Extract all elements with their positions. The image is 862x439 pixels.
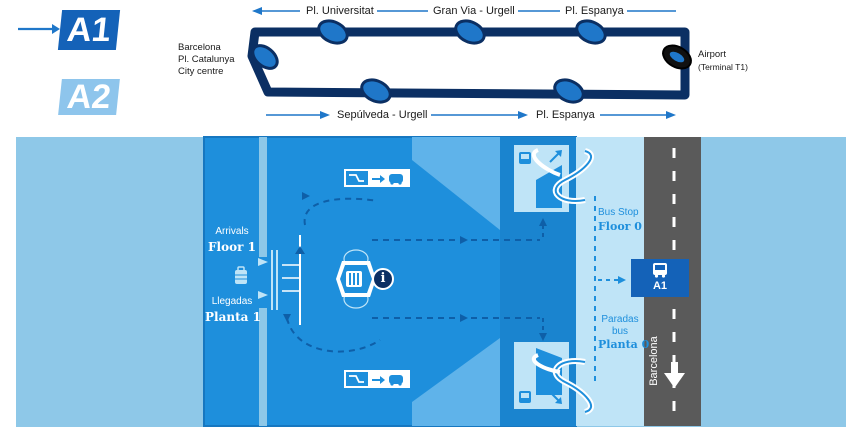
terminus-city-line2: Pl. Catalunya — [178, 54, 235, 65]
stop-marker-airport — [662, 44, 692, 70]
info-icon[interactable]: i — [372, 268, 394, 290]
bus-icon — [653, 263, 667, 278]
terminus-airport-line2: (Terminal T1) — [698, 62, 748, 72]
stop-label-pl-espanya-bottom: Pl. Espanya — [533, 109, 598, 121]
bus-floor-label-es: Planta 0 — [598, 338, 650, 351]
floor-label-es: Planta 1 — [205, 310, 261, 324]
bus-stop-a1-badge[interactable]: A1 — [631, 259, 689, 297]
arrivals-label-en: Arrivals — [215, 226, 249, 237]
terminus-city-centre: Barcelona Pl. Catalunya City centre — [178, 42, 235, 78]
restaurant-icon — [345, 270, 363, 288]
stop-marker-sepulveda — [360, 78, 392, 104]
stop-marker-gran-via — [454, 19, 486, 45]
bus-floor-label-en: Floor 0 — [598, 220, 642, 233]
terminus-airport-line1: Airport — [698, 49, 726, 60]
bus-stop-label-en: Bus Stop — [598, 207, 639, 218]
stop-marker-pl-espanya-bottom — [553, 78, 585, 104]
terminus-city-line1: Barcelona — [178, 42, 221, 53]
bus-stop-label-es-1: Paradas — [601, 314, 639, 325]
arrivals-label-es: Llegadas — [211, 296, 253, 307]
info-icon-glyph: i — [380, 271, 386, 286]
terminus-airport: Airport (Terminal T1) — [698, 49, 748, 73]
luggage-icon — [234, 266, 248, 286]
stop-marker-pl-espanya-top — [575, 19, 607, 45]
road-direction-label: Barcelona — [648, 336, 660, 386]
stop-label-sepulveda: Sepúlveda - Urgell — [334, 109, 431, 121]
stop-label-pl-universitat: Pl. Universitat — [303, 5, 377, 17]
bus-stop-label-es-2: bus — [611, 326, 629, 337]
floor-label-en: Floor 1 — [208, 240, 256, 254]
stop-label-gran-via: Gran Via - Urgell — [430, 5, 518, 17]
bus-stop-a1-label: A1 — [652, 280, 668, 292]
stop-label-pl-espanya-top: Pl. Espanya — [562, 5, 627, 17]
terminus-city-line3: City centre — [178, 66, 224, 77]
stop-marker-pl-catalunya — [251, 44, 279, 70]
stop-marker-pl-universitat — [317, 19, 349, 45]
